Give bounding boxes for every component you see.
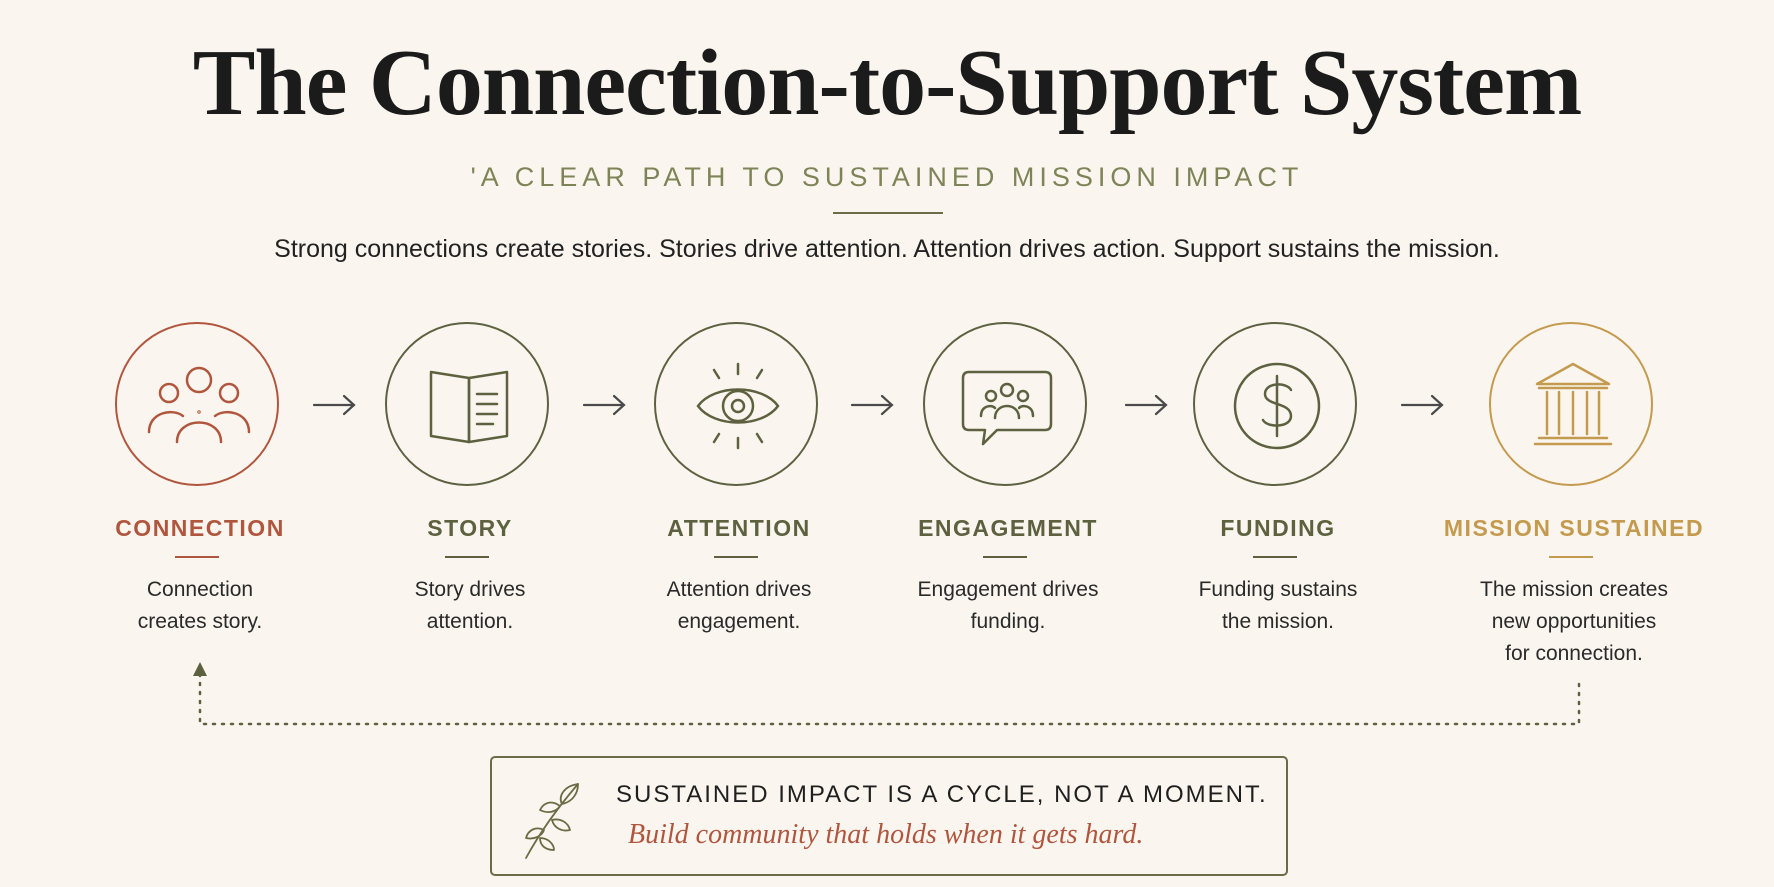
step-label-funding: FUNDING <box>1220 515 1336 541</box>
desc-line: Story drives <box>414 578 526 601</box>
attention-circle <box>654 322 818 486</box>
step-desc-connection: Connection creates story. <box>55 574 345 638</box>
step-label-attention: ATTENTION <box>667 515 811 541</box>
desc-line: for connection. <box>1505 642 1643 665</box>
desc-line: creates story. <box>137 610 263 633</box>
institution-building-icon <box>1533 362 1613 446</box>
step-label-engagement: ENGAGEMENT <box>918 515 1098 541</box>
arrow-icon <box>582 394 626 416</box>
step-desc-attention: Attention drives engagement. <box>594 574 884 638</box>
step-label-connection: CONNECTION <box>115 515 285 541</box>
callout-subtext: Build community that holds when it gets … <box>628 819 1144 850</box>
desc-line: Engagement drives <box>917 578 1099 601</box>
step-label-story: STORY <box>427 515 513 541</box>
desc-line: Attention drives <box>666 578 812 601</box>
desc-line: The mission creates <box>1480 578 1668 601</box>
desc-line: Connection <box>146 578 254 601</box>
callout-heading: SUSTAINED IMPACT IS A CYCLE, NOT A MOMEN… <box>616 781 1268 808</box>
arrow-icon <box>850 394 894 416</box>
step-rule-story <box>445 556 489 558</box>
step-rule-engagement <box>983 556 1027 558</box>
step-desc-story: Story drives attention. <box>325 574 615 638</box>
callout-box: SUSTAINED IMPACT IS A CYCLE, NOT A MOMEN… <box>490 756 1288 876</box>
page-subtitle: 'A CLEAR PATH TO SUSTAINED MISSION IMPAC… <box>470 162 1304 192</box>
step-label-mission-sustained: MISSION SUSTAINED <box>1443 515 1705 541</box>
dollar-coin-icon <box>1233 362 1321 450</box>
desc-line: engagement. <box>677 610 801 633</box>
eye-icon <box>696 362 780 450</box>
open-book-icon <box>429 370 509 444</box>
arrow-icon <box>1400 394 1444 416</box>
step-rule-funding <box>1253 556 1297 558</box>
desc-line: new opportunities <box>1491 610 1657 633</box>
step-desc-funding: Funding sustains the mission. <box>1133 574 1423 638</box>
funding-circle <box>1193 322 1357 486</box>
step-rule-connection <box>175 556 219 558</box>
title-divider <box>833 212 943 214</box>
connection-circle <box>115 322 279 486</box>
arrow-icon <box>1124 394 1168 416</box>
people-group-icon <box>147 366 251 444</box>
desc-line: attention. <box>426 610 514 633</box>
step-rule-mission-sustained <box>1549 556 1593 558</box>
desc-line: funding. <box>970 610 1046 633</box>
chat-community-icon <box>961 370 1053 446</box>
page-title: The Connection-to-Support System <box>192 31 1583 135</box>
mission-circle <box>1489 322 1653 486</box>
engagement-circle <box>923 322 1087 486</box>
desc-line: the mission. <box>1221 610 1335 633</box>
leaf-sprig-icon <box>525 783 579 859</box>
story-circle <box>385 322 549 486</box>
desc-line: Funding sustains <box>1198 578 1358 601</box>
step-desc-mission-sustained: The mission creates new opportunities fo… <box>1429 574 1719 670</box>
tagline: Strong connections create stories. Stori… <box>274 235 1500 263</box>
step-desc-engagement: Engagement drives funding. <box>863 574 1153 638</box>
step-rule-attention <box>714 556 758 558</box>
arrow-icon <box>312 394 356 416</box>
